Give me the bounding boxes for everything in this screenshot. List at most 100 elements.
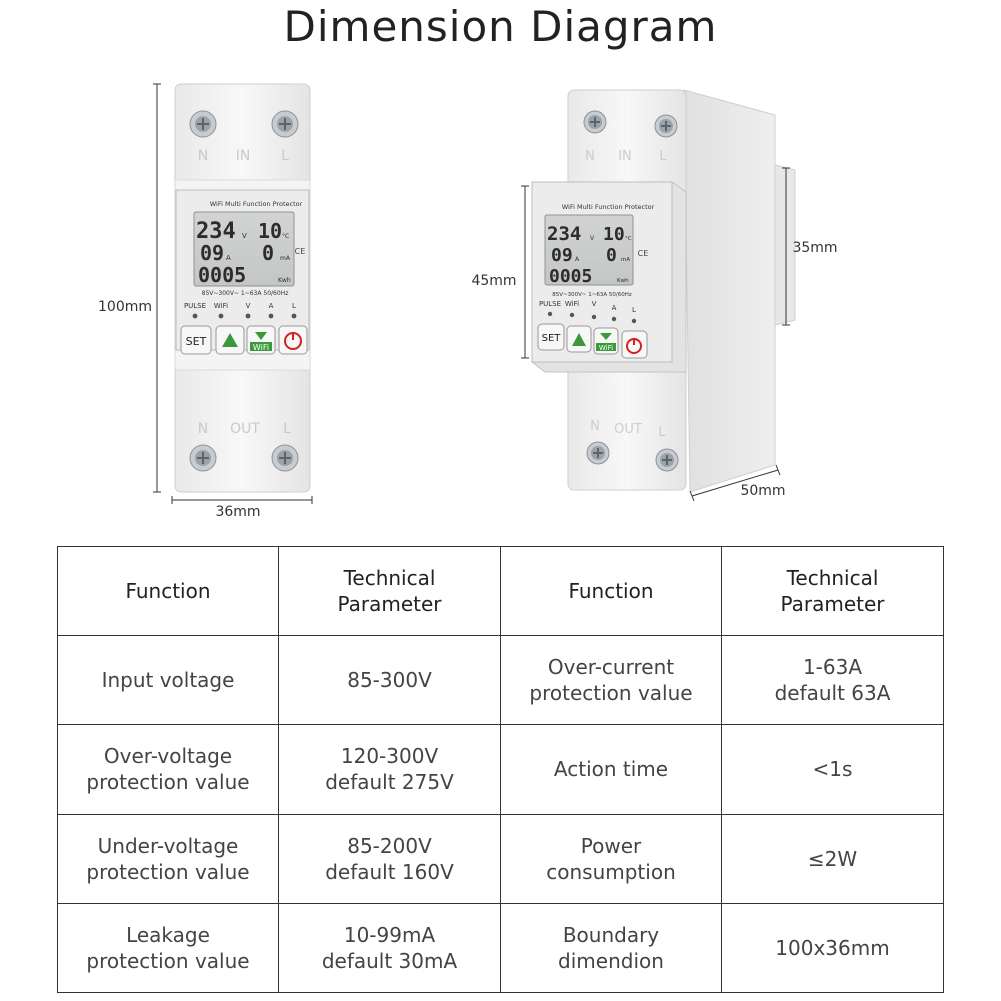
ce-mark: CE — [295, 247, 306, 256]
indicator-led — [611, 316, 617, 322]
svg-text:V: V — [590, 235, 595, 242]
svg-text:A: A — [575, 256, 580, 263]
terminal-label: L — [281, 148, 289, 164]
dimension-line-height — [153, 83, 161, 493]
indicator-led — [631, 318, 637, 324]
ce-mark: CE — [638, 249, 649, 258]
terminal-label: L — [659, 149, 667, 164]
terminal-label: OUT — [230, 421, 260, 437]
svg-text:10: 10 — [603, 224, 625, 245]
set-button[interactable]: SET — [537, 323, 565, 351]
wifi-button[interactable]: WiFi — [593, 327, 619, 355]
table-row: Under-voltage protection value 85-200V d… — [57, 813, 944, 904]
table-cell: 120-300V default 275V — [278, 724, 501, 815]
dimension-line-upper — [782, 167, 790, 326]
table-cell: 10-99mA default 30mA — [278, 902, 501, 994]
terminal-label: N — [585, 149, 595, 164]
screw-icon — [654, 114, 678, 138]
svg-text:SET: SET — [186, 335, 207, 348]
wifi-button[interactable]: WiFi — [246, 325, 276, 355]
indicator-label: WiFi — [565, 300, 579, 308]
lcd-voltage: 234 — [196, 219, 236, 244]
indicator-label: PULSE — [539, 300, 561, 308]
indicator-label: L — [292, 302, 296, 310]
terminal-label: L — [658, 425, 666, 440]
terminal-label: IN — [618, 149, 632, 164]
svg-text:V: V — [242, 232, 247, 240]
lcd-display — [193, 211, 295, 287]
arrow-up-icon — [572, 333, 586, 346]
table-cell: <1s — [721, 724, 944, 815]
table-cell: Action time — [500, 724, 722, 815]
terminal-label: L — [283, 421, 291, 437]
depth-label: 50mm — [740, 483, 785, 499]
screw-icon — [655, 448, 679, 472]
svg-text:WiFi: WiFi — [599, 344, 613, 352]
spec-table: Function Technical Parameter Function Te… — [57, 545, 944, 994]
svg-text:°C: °C — [625, 236, 632, 242]
table-cell: 85-300V — [278, 635, 501, 726]
svg-text:WiFi: WiFi — [253, 343, 269, 352]
indicator-led — [245, 313, 251, 319]
table-cell: 85-200V default 160V — [278, 813, 501, 904]
indicator-led — [569, 312, 575, 318]
svg-text:SET: SET — [542, 333, 562, 344]
dimension-line-display — [521, 185, 529, 359]
header-function: Function — [57, 545, 279, 637]
svg-text:0: 0 — [606, 245, 617, 266]
table-cell: Boundary dimendion — [500, 902, 722, 994]
svg-text:Kwh: Kwh — [617, 278, 629, 284]
indicator-label: WiFi — [214, 302, 228, 310]
header-parameter: Technical Parameter — [721, 545, 944, 637]
indicator-label: A — [612, 304, 617, 312]
power-button[interactable] — [278, 325, 308, 355]
table-row: Over-voltage protection value 120-300V d… — [57, 724, 944, 815]
terminal-label: N — [198, 148, 208, 164]
table-cell: 1-63A default 63A — [721, 635, 944, 726]
svg-text:0005: 0005 — [549, 266, 592, 287]
panel-title: WiFi Multi Function Protector — [562, 203, 655, 211]
table-cell: Input voltage — [57, 635, 279, 726]
arrow-down-icon — [255, 332, 267, 340]
lcd-display — [544, 214, 634, 286]
terminal-label: N — [590, 419, 600, 434]
up-button[interactable] — [566, 325, 592, 353]
indicator-led — [547, 311, 553, 317]
svg-text:°C: °C — [282, 233, 289, 240]
table-cell: Over-current protection value — [500, 635, 722, 726]
svg-text:A: A — [226, 254, 231, 262]
up-button[interactable] — [215, 325, 245, 355]
svg-text:mA: mA — [621, 257, 630, 263]
dimension-line-width — [171, 496, 313, 504]
indicator-led — [268, 313, 274, 319]
indicator-led — [591, 314, 597, 320]
indicator-label: V — [246, 302, 251, 310]
indicator-led — [291, 313, 297, 319]
rating-label: 85V~300V~ 1~63A 50/60Hz — [202, 290, 289, 297]
table-row: Input voltage 85-300V Over-current prote… — [57, 635, 944, 726]
header-parameter: Technical Parameter — [278, 545, 501, 637]
svg-text:09: 09 — [551, 245, 573, 266]
panel-title: WiFi Multi Function Protector — [210, 200, 303, 208]
dimension-diagram: N IN L WiFi Multi Function Protector 234… — [98, 83, 838, 520]
table-header-row: Function Technical Parameter Function Te… — [57, 545, 944, 637]
rating-label: 85V~300V~ 1~63A 50/60Hz — [552, 292, 632, 298]
indicator-label: V — [592, 300, 597, 308]
dimension-line-depth — [689, 464, 781, 502]
indicator-label: L — [632, 306, 636, 314]
arrow-down-icon — [600, 333, 612, 340]
svg-text:Kwh: Kwh — [278, 277, 291, 284]
table-cell: Power consumption — [500, 813, 722, 904]
power-button[interactable] — [621, 330, 648, 359]
indicator-led — [192, 313, 198, 319]
set-button[interactable]: SET — [180, 325, 212, 355]
screw-icon — [271, 110, 299, 138]
screw-icon — [189, 110, 217, 138]
upper-height-label: 35mm — [792, 240, 837, 256]
svg-text:234: 234 — [547, 223, 581, 245]
lcd-temperature: 10 — [258, 219, 282, 243]
table-cell: Leakage protection value — [57, 902, 279, 994]
lcd-leakage: 0 — [262, 241, 274, 265]
table-cell: Over-voltage protection value — [57, 724, 279, 815]
lcd-energy: 0005 — [198, 263, 246, 287]
